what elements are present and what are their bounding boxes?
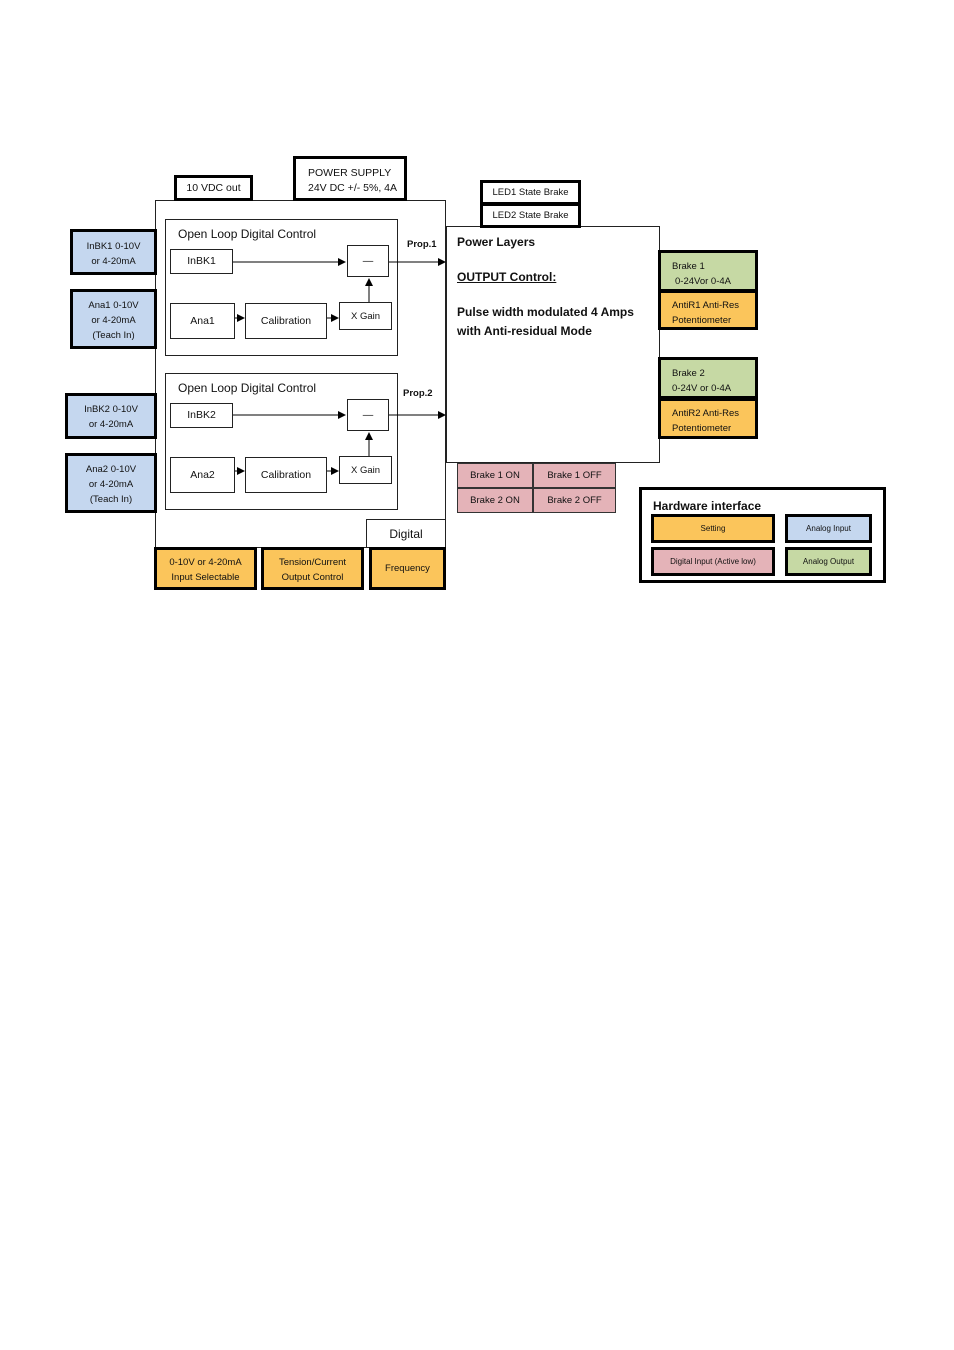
ana2-line3: (Teach In)	[89, 494, 133, 505]
frequency-box: Frequency	[369, 547, 446, 590]
brake2-output-box: Brake 2 0-24V or 0-4A	[658, 357, 758, 399]
ana1-input-box: Ana1 0-10V or 4-20mA (Teach In)	[70, 289, 157, 349]
loop1-box: Open Loop Digital Control	[165, 219, 398, 356]
loop1-title: Open Loop Digital Control	[178, 227, 317, 241]
loop1-calibration-block: Calibration	[245, 303, 327, 339]
input-selectable-box: 0-10V or 4-20mA Input Selectable	[154, 547, 257, 590]
ana1-line1: Ana1 0-10V	[88, 300, 139, 311]
brake2-off-input: Brake 2 OFF	[533, 488, 616, 513]
brake2-on-input: Brake 2 ON	[457, 488, 533, 513]
antir1-line1: AntiR1 Anti-Res	[672, 300, 740, 311]
loop2-inbk-block: InBK2	[170, 403, 233, 428]
loop2-ana-block: Ana2	[170, 457, 235, 493]
tension-line1: Tension/Current	[278, 557, 347, 568]
power-supply-line2: 24V DC +/- 5%, 4A	[308, 182, 397, 194]
input-sel-line2: Input Selectable	[171, 572, 240, 583]
loop1-gain-block: X Gain	[339, 302, 392, 330]
antir2-line1: AntiR2 Anti-Res	[672, 408, 740, 419]
loop1-prop-label: Prop.1	[407, 239, 437, 250]
loop1-sum-block: —	[347, 245, 389, 277]
input-sel-line1: 0-10V or 4-20mA	[169, 557, 242, 568]
brake1-line2: 0-24Vor 0-4A	[675, 276, 731, 287]
brake1-line1: Brake 1	[672, 261, 705, 272]
legend-digital-input-swatch: Digital Input (Active low)	[651, 547, 775, 576]
tension-current-box: Tension/Current Output Control	[261, 547, 364, 590]
loop1-ana-block: Ana1	[170, 303, 235, 339]
legend-title: Hardware interface	[653, 499, 762, 513]
inbk2-input-box: InBK2 0-10V or 4-20mA	[65, 393, 157, 439]
power-desc-line2: with Anti-residual Mode	[457, 324, 592, 338]
inbk2-line2: or 4-20mA	[88, 419, 134, 430]
ana1-line2: or 4-20mA	[91, 315, 136, 326]
loop1-inbk-block: InBK1	[170, 249, 233, 274]
brake2-line1: Brake 2	[672, 368, 705, 379]
ana2-input-box: Ana2 0-10V or 4-20mA (Teach In)	[65, 453, 157, 513]
output-control-heading: OUTPUT Control:	[457, 270, 557, 284]
antir1-setting-box: AntiR1 Anti-Res Potentiometer	[658, 290, 758, 330]
digital-label-box: Digital	[366, 519, 446, 548]
loop2-gain-block: X Gain	[339, 456, 392, 484]
power-layers-block: Power Layers OUTPUT Control: Pulse width…	[446, 226, 660, 463]
tension-line2: Output Control	[281, 572, 344, 583]
inbk2-line1: InBK2 0-10V	[84, 404, 138, 415]
legend-setting-swatch: Setting	[651, 514, 775, 543]
antir2-line2: Potentiometer	[672, 423, 732, 434]
ana2-line2: or 4-20mA	[88, 479, 134, 490]
ana1-line3: (Teach In)	[92, 330, 135, 341]
led2-box: LED2 State Brake	[480, 203, 581, 228]
ana2-line1: Ana2 0-10V	[85, 464, 137, 475]
hardware-interface-legend: Hardware interface Setting Analog Input …	[639, 487, 886, 583]
brake1-on-input: Brake 1 ON	[457, 463, 533, 488]
inbk1-line1: InBK1 0-10V	[86, 241, 141, 252]
legend-analog-output-swatch: Analog Output	[785, 547, 872, 576]
loop2-calibration-block: Calibration	[245, 457, 327, 493]
inbk1-line2: or 4-20mA	[91, 256, 136, 267]
brake1-off-input: Brake 1 OFF	[533, 463, 616, 488]
antir1-line2: Potentiometer	[672, 315, 732, 326]
power-desc-line1: Pulse width modulated 4 Amps	[457, 305, 634, 319]
loop2-sum-block: —	[347, 399, 389, 431]
power-layers-title: Power Layers	[457, 235, 536, 249]
brake2-line2: 0-24V or 0-4A	[672, 383, 732, 394]
loop2-box: Open Loop Digital Control	[165, 373, 398, 510]
vdc-out-box: 10 VDC out	[174, 175, 253, 201]
legend-analog-input-swatch: Analog Input	[785, 514, 872, 543]
antir2-setting-box: AntiR2 Anti-Res Potentiometer	[658, 398, 758, 439]
brake1-output-box: Brake 1 0-24Vor 0-4A	[658, 250, 758, 292]
loop2-prop-label: Prop.2	[403, 388, 433, 399]
power-supply-box: POWER SUPPLY 24V DC +/- 5%, 4A	[293, 156, 407, 201]
loop2-title: Open Loop Digital Control	[178, 381, 317, 395]
inbk1-input-box: InBK1 0-10V or 4-20mA	[70, 229, 157, 275]
power-supply-line1: POWER SUPPLY	[308, 167, 392, 179]
